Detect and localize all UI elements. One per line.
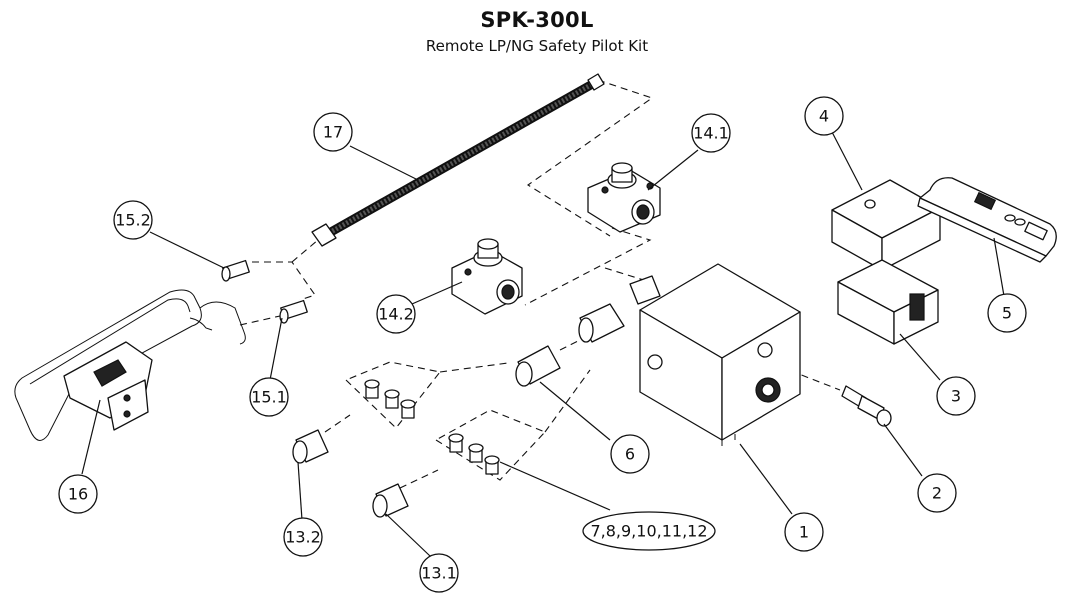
svg-text:14.2: 14.2	[378, 305, 414, 324]
svg-text:13.1: 13.1	[421, 564, 457, 583]
regulator-14-1-part	[587, 162, 661, 233]
coupling-6-part	[515, 275, 661, 387]
callout-3: 3	[936, 376, 976, 416]
diagram-subtitle: Remote LP/NG Safety Pilot Kit	[425, 37, 649, 55]
igniter-part	[841, 385, 892, 427]
svg-text:14.1: 14.1	[693, 124, 729, 143]
callout-2: 2	[917, 473, 957, 513]
callout-16: 16	[58, 474, 98, 514]
svg-text:7,8,9,10,11,12: 7,8,9,10,11,12	[590, 522, 707, 541]
callout-15-1: 15.1	[249, 377, 289, 417]
regulator-14-2-part	[451, 238, 523, 315]
remote-part	[917, 177, 1057, 263]
flex-hose-part	[311, 73, 605, 247]
callout-14-1: 14.1	[691, 113, 731, 153]
svg-text:4: 4	[819, 107, 829, 126]
diagram-title: SPK-300L	[480, 8, 594, 32]
svg-text:6: 6	[625, 445, 635, 464]
svg-text:15.2: 15.2	[115, 211, 151, 230]
svg-text:5: 5	[1002, 304, 1012, 323]
callout-17: 17	[313, 112, 353, 152]
callout-1: 1	[784, 512, 824, 552]
callout-15-2: 15.2	[113, 200, 153, 240]
svg-text:3: 3	[951, 387, 961, 406]
callout-5: 5	[987, 293, 1027, 333]
svg-text:1: 1	[799, 523, 809, 542]
svg-text:17: 17	[323, 123, 343, 142]
callout-14-2: 14.2	[376, 294, 416, 334]
fitting-15-1-part	[279, 299, 308, 324]
callout-4: 4	[804, 96, 844, 136]
callout-6: 6	[610, 434, 650, 474]
svg-text:16: 16	[68, 485, 88, 504]
svg-text:2: 2	[932, 484, 942, 503]
control-box-part	[639, 263, 801, 446]
receiver-part	[837, 259, 939, 345]
callout-13-2: 13.2	[283, 517, 323, 557]
cover-part	[831, 179, 941, 271]
svg-text:13.2: 13.2	[285, 528, 321, 547]
svg-text:15.1: 15.1	[251, 388, 287, 407]
nut-13-2-part	[292, 429, 329, 464]
nut-13-1-part	[372, 483, 409, 518]
pilot-assembly-part	[14, 289, 246, 441]
callout-7-12: 7,8,9,10,11,12	[582, 511, 716, 551]
leader-lines	[81, 131, 1005, 557]
fittings-7-12-part	[364, 379, 500, 475]
fitting-15-2-part	[221, 259, 250, 282]
callout-13-1: 13.1	[419, 553, 459, 593]
assembly-dashed-lines	[239, 79, 841, 489]
